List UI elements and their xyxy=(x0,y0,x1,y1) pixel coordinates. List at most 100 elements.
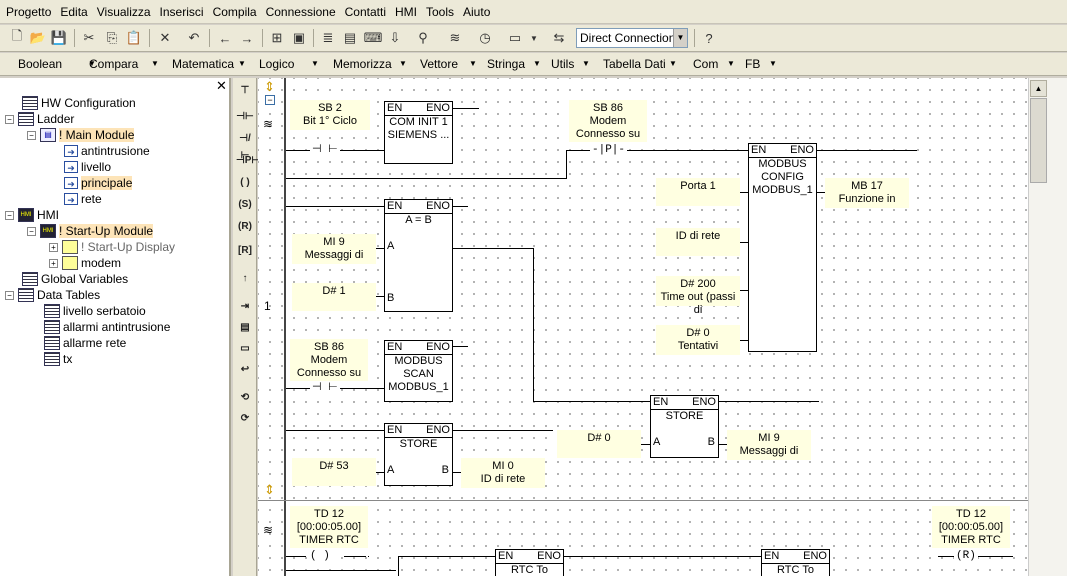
clock-icon[interactable]: ◷ xyxy=(479,30,491,45)
menu-hmi[interactable]: HMI xyxy=(395,4,417,19)
contact-no[interactable]: ⊣ ⊢ xyxy=(310,144,340,156)
tree-data-tables[interactable]: − Data Tables xyxy=(5,287,100,303)
var-mi9[interactable]: MI 9 Messaggi di xyxy=(727,430,811,460)
chevron-down-icon[interactable]: ▼ xyxy=(530,33,538,43)
collapse-icon[interactable]: − xyxy=(5,290,14,300)
tree-global-variables[interactable]: Global Variables xyxy=(22,271,128,287)
var-td12[interactable]: TD 12 [00:00:05.00] TIMER RTC xyxy=(932,506,1010,548)
tree-item-antintrusione[interactable]: ➜ antintrusione xyxy=(64,143,150,159)
save-icon[interactable]: 💾 xyxy=(50,30,68,45)
var-sb2[interactable]: SB 2 Bit 1° Ciclo xyxy=(290,100,370,130)
fb-memorizza[interactable]: Memorizza▼ xyxy=(333,53,407,76)
fb-com[interactable]: Com▼ xyxy=(693,53,735,76)
open-folder-icon[interactable]: 📂 xyxy=(29,30,47,45)
keyboard-icon[interactable]: ⌨ xyxy=(363,30,383,45)
var-d53[interactable]: D# 53 xyxy=(292,458,376,486)
tree-hw-config[interactable]: HW Configuration xyxy=(22,95,136,111)
tree-hmi[interactable]: − HMI HMI xyxy=(5,207,59,223)
forward-arrow-icon[interactable]: → xyxy=(240,30,254,46)
fb-vettore[interactable]: Vettore▼ xyxy=(420,53,477,76)
coil-reset-icon[interactable]: (R) xyxy=(238,221,252,232)
menu-compila[interactable]: Compila xyxy=(212,4,257,19)
block-compare[interactable]: EN ENO A = B A B xyxy=(384,199,453,312)
tree-table-allarme-rete[interactable]: allarme rete xyxy=(44,335,126,351)
contact-no-icon[interactable]: ⊣⊢ xyxy=(236,111,254,122)
branch-icon[interactable]: ⊤ xyxy=(240,85,250,96)
scroll-thumb[interactable] xyxy=(1030,98,1047,183)
layers-icon[interactable]: ≋ xyxy=(449,30,461,45)
collapse-icon[interactable]: − xyxy=(5,210,14,220)
var-id-rete[interactable]: ID di rete xyxy=(656,228,740,256)
new-file-icon[interactable]: 🗋 xyxy=(11,28,23,43)
layers-icon[interactable]: ≋ xyxy=(263,523,274,537)
coil-set-icon[interactable]: (S) xyxy=(238,199,252,210)
jump-icon[interactable]: ↑ xyxy=(242,273,248,284)
expand-icon[interactable]: + xyxy=(49,258,58,268)
tree-item-principale[interactable]: ➜ principale xyxy=(64,175,133,191)
close-icon[interactable]: ✕ xyxy=(216,78,227,93)
undo-icon[interactable]: ↶ xyxy=(188,30,200,45)
block-modbus-config[interactable]: EN ENO MODBUS CONFIG MODBUS_1 xyxy=(748,143,817,352)
chevron-down-icon[interactable]: ▼ xyxy=(673,29,687,47)
block-rtc-to-ascii[interactable]: EN ENO RTC To ASCII xyxy=(761,549,830,576)
fb-utils[interactable]: Utils▼ xyxy=(551,53,590,76)
call-icon[interactable]: ⇥ xyxy=(240,301,250,312)
var-td12[interactable]: TD 12 [00:00:05.00] TIMER RTC xyxy=(290,506,368,548)
fb-boolean[interactable]: Boolean▼ xyxy=(18,53,96,76)
fb-fb[interactable]: FB▼ xyxy=(745,53,777,76)
block-com-init[interactable]: EN ENO COM INIT 1 SIEMENS ... xyxy=(384,101,453,164)
coil[interactable]: ( ) xyxy=(308,550,332,562)
menu-progetto[interactable]: Progetto xyxy=(6,4,52,19)
tree-item-rete[interactable]: ➜ rete xyxy=(64,191,102,207)
rung-move-icon[interactable]: ⇕ xyxy=(264,79,275,94)
monitor-icon[interactable]: ▭ xyxy=(508,30,522,45)
var-d0-tentativi[interactable]: D# 0 Tentativi xyxy=(656,325,740,355)
collapse-icon[interactable]: − xyxy=(5,114,14,124)
loop-icon[interactable]: ⟲ xyxy=(240,392,250,403)
tree-ladder[interactable]: − Ladder xyxy=(5,111,74,127)
list-icon[interactable]: ≣ xyxy=(322,30,334,45)
coil-r-icon[interactable]: [R] xyxy=(238,245,252,256)
var-mi0[interactable]: MI 0 ID di rete xyxy=(461,458,545,488)
contact-nc-icon[interactable]: ⊣/⊢ xyxy=(239,133,251,161)
expand-icon[interactable]: + xyxy=(49,242,58,252)
coil-reset[interactable]: (R) xyxy=(954,550,978,562)
connect-icon[interactable]: ⇆ xyxy=(553,30,565,45)
fb-tabella-dati[interactable]: Tabella Dati▼ xyxy=(603,53,677,76)
fb-compara[interactable]: Compara▼ xyxy=(89,53,159,76)
window-icon[interactable]: ▣ xyxy=(292,30,306,45)
project-tree-icon[interactable]: ⊞ xyxy=(271,30,283,45)
menu-edita[interactable]: Edita xyxy=(60,4,88,19)
var-d0[interactable]: D# 0 xyxy=(557,430,641,458)
copy-icon[interactable]: ⎘ xyxy=(106,30,118,45)
rung-move-icon[interactable]: ⇕ xyxy=(264,482,275,497)
block-modbus-scan[interactable]: EN ENO MODBUS SCAN MODBUS_1 xyxy=(384,340,453,402)
coil-icon[interactable]: ( ) xyxy=(240,177,250,188)
paste-icon[interactable]: 📋 xyxy=(125,30,143,45)
var-d200[interactable]: D# 200 Time out (passi di xyxy=(656,276,740,316)
download-icon[interactable]: ⇩ xyxy=(389,30,401,45)
cut-icon[interactable]: ✂ xyxy=(83,30,95,45)
hmi-icon[interactable]: ▤ xyxy=(343,30,357,45)
var-d1[interactable]: D# 1 xyxy=(292,283,376,311)
tree-main-module[interactable]: − ▤ ! Main Module xyxy=(27,127,135,143)
fb-matematica[interactable]: Matematica▼ xyxy=(172,53,246,76)
contact-no[interactable]: ⊣ ⊢ xyxy=(310,382,340,394)
block-store[interactable]: EN ENO STORE A B xyxy=(384,423,453,486)
menu-tools[interactable]: Tools xyxy=(426,4,455,19)
tree-modem[interactable]: + modem xyxy=(49,255,121,271)
var-sb86[interactable]: SB 86 Modem Connesso su xyxy=(569,100,647,142)
scroll-up-icon[interactable]: ▲ xyxy=(1030,80,1047,97)
contact-positive-edge[interactable]: -|P|- xyxy=(590,144,628,156)
var-sb86[interactable]: SB 86 Modem Connesso su xyxy=(290,339,368,381)
menu-contatti[interactable]: Contatti xyxy=(344,4,386,19)
tree-table-allarmi-antintrusione[interactable]: allarmi antintrusione xyxy=(44,319,170,335)
collapse-icon[interactable]: − xyxy=(27,226,36,236)
help-icon[interactable]: ? xyxy=(705,30,713,46)
delete-icon[interactable]: ✕ xyxy=(159,30,171,45)
menu-connessione[interactable]: Connessione xyxy=(265,4,336,19)
tree-table-tx[interactable]: tx xyxy=(44,351,72,367)
binoculars-icon[interactable]: ⚲ xyxy=(418,30,428,45)
menu-aiuto[interactable]: Aiuto xyxy=(463,4,491,19)
ladder-editor[interactable]: 1 ⇕ − ≋ ⇕ ≋ SB 2 Bit 1° Ciclo ⊣ ⊢ EN ENO… xyxy=(258,78,1028,576)
